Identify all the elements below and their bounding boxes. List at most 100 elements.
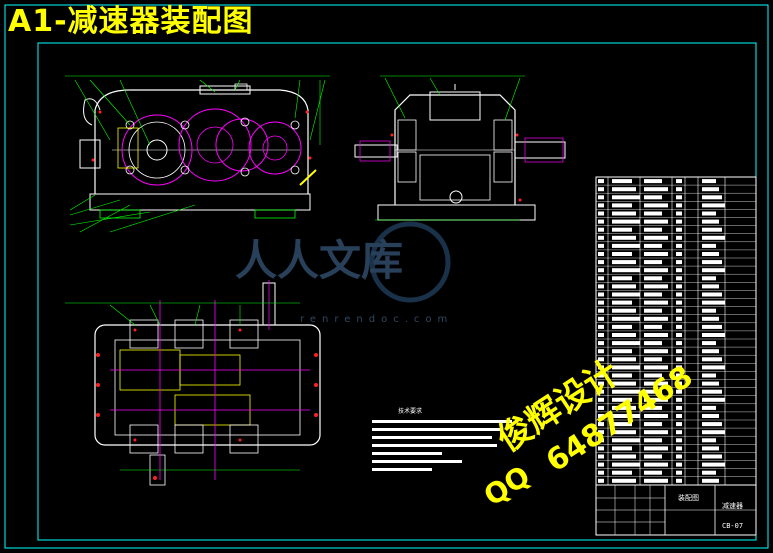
parts-row-cell — [612, 235, 636, 240]
parts-row-cell — [702, 446, 719, 451]
parts-row-cell — [676, 284, 682, 289]
parts-row-cell — [598, 187, 604, 192]
top-view — [65, 280, 321, 486]
parts-row-cell — [702, 308, 716, 313]
parts-row-cell — [676, 252, 682, 256]
parts-row-cell — [702, 203, 725, 208]
tech-req-title: 技术要求 — [398, 407, 422, 415]
parts-row-cell — [676, 462, 682, 467]
parts-row-cell — [702, 211, 716, 216]
watermark-logo: 人人文库 renrendoc.com — [235, 221, 451, 325]
parts-row-cell — [676, 260, 682, 265]
parts-row-cell — [644, 308, 662, 313]
parts-row-cell — [598, 446, 604, 451]
parts-row-cell — [612, 397, 632, 402]
parts-row-cell — [644, 276, 662, 281]
parts-row-cell — [644, 373, 662, 378]
parts-row-cell — [702, 470, 716, 475]
parts-row-cell — [644, 284, 668, 289]
parts-row-cell — [676, 454, 682, 459]
parts-row-cell — [612, 268, 640, 273]
drawing-title: A1-减速器装配图 — [8, 4, 254, 39]
parts-row-cell — [598, 316, 604, 321]
parts-row-cell — [702, 227, 722, 232]
parts-row-cell — [598, 454, 604, 459]
parts-row-cell — [644, 341, 662, 346]
parts-row-cell — [702, 357, 722, 362]
parts-row-cell — [598, 203, 604, 208]
parts-row-cell — [598, 276, 604, 281]
parts-row-cell — [644, 381, 668, 386]
parts-row-cell — [644, 300, 668, 305]
parts-row-cell — [676, 300, 682, 305]
parts-row-cell — [702, 405, 716, 410]
parts-row-cell — [702, 430, 725, 435]
parts-row-cell — [644, 414, 668, 418]
parts-row-cell — [676, 333, 682, 337]
parts-row-cell — [644, 260, 662, 265]
parts-row-cell — [612, 454, 636, 459]
parts-row-cell — [676, 268, 682, 273]
parts-row-cell — [644, 478, 668, 483]
title-block-part-name: 减速器 — [722, 501, 743, 510]
parts-row-cell — [644, 349, 668, 354]
parts-row-cell — [676, 405, 682, 410]
parts-row-cell — [676, 243, 682, 248]
parts-row-cell — [644, 211, 662, 216]
parts-row-cell — [598, 462, 604, 467]
parts-row-cell — [644, 397, 668, 402]
parts-row-cell — [676, 397, 682, 402]
side-view — [354, 75, 566, 221]
parts-row-cell — [612, 438, 640, 443]
parts-row-cell — [702, 235, 725, 240]
parts-row-cell — [598, 308, 604, 313]
parts-row-cell — [612, 219, 640, 224]
parts-row-cell — [702, 187, 719, 192]
parts-row-cell — [676, 316, 682, 321]
parts-row-cell — [644, 389, 662, 394]
parts-row-cell — [612, 195, 640, 200]
parts-row-cell — [676, 235, 682, 240]
watermark-logo-text: 人人文库 — [235, 236, 403, 285]
parts-row-cell — [676, 414, 682, 418]
parts-row-cell — [702, 462, 725, 467]
parts-row-cell — [676, 381, 682, 386]
parts-row-cell — [702, 414, 719, 418]
parts-row-cell — [644, 422, 662, 427]
parts-row-cell — [612, 478, 636, 483]
parts-row-cell — [598, 292, 604, 297]
parts-row-cell — [644, 333, 668, 337]
parts-row-cell — [598, 252, 604, 256]
parts-row-cell — [676, 292, 682, 297]
parts-row-cell — [612, 365, 640, 370]
parts-row-cell — [702, 438, 716, 443]
parts-row-cell — [612, 389, 640, 394]
parts-row-cell — [676, 365, 682, 370]
parts-row-cell — [612, 276, 632, 281]
parts-row-cell — [676, 478, 682, 483]
parts-row-cell — [612, 470, 632, 475]
parts-row-cell — [676, 389, 682, 394]
outer-frame — [4, 4, 769, 549]
parts-row-cell — [612, 349, 632, 354]
parts-row-cell — [598, 349, 604, 354]
parts-row-cell — [676, 446, 682, 451]
parts-row-cell — [612, 324, 632, 329]
parts-row-cell — [612, 243, 640, 248]
parts-row-cell — [598, 243, 604, 248]
parts-row-cell — [676, 203, 682, 208]
parts-row-cell — [676, 219, 682, 224]
parts-row-cell — [612, 462, 640, 467]
parts-row-cell — [702, 252, 719, 256]
parts-row-cell — [702, 316, 719, 321]
parts-row-cell — [598, 365, 604, 370]
parts-row-cell — [676, 227, 682, 232]
parts-row-cell — [612, 252, 632, 256]
parts-row-cell — [644, 203, 668, 208]
parts-row-cell — [644, 405, 662, 410]
parts-row-cell — [702, 478, 719, 483]
parts-row-cell — [676, 430, 682, 435]
parts-row-cell — [612, 405, 636, 410]
parts-row-cell — [598, 284, 604, 289]
parts-row-cell — [598, 438, 604, 443]
